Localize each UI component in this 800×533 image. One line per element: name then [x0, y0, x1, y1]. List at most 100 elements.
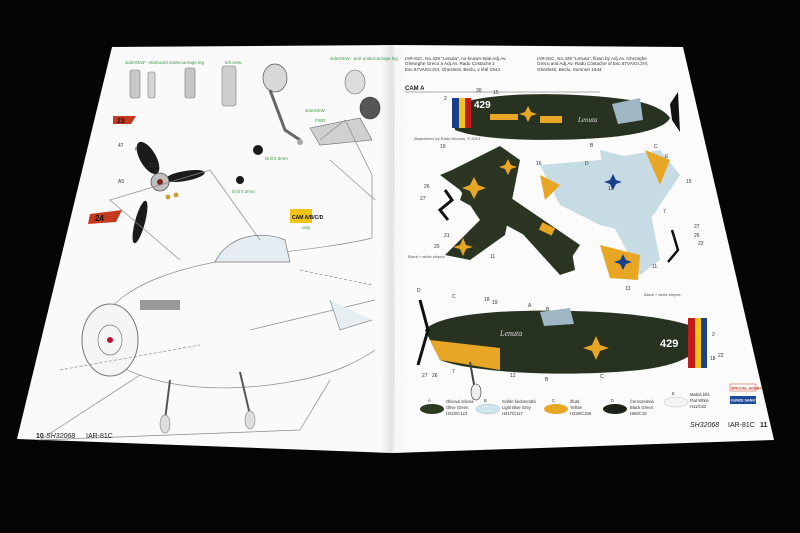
nickname-top: Lenuta: [577, 116, 598, 124]
strut-joint: [297, 139, 303, 145]
legend-item-d: D Černozelená Black Green H65/C18: [603, 398, 654, 416]
tail-stripe-blue: [452, 98, 459, 128]
left-footer: 10 SH32068 IAR-81C: [36, 433, 113, 440]
svg-text:19: 19: [440, 144, 446, 150]
svg-text:D: D: [417, 288, 421, 294]
stripes-label-1: Black + white stripes: [408, 254, 445, 259]
svg-text:12: 12: [510, 373, 516, 379]
michael-cross-bottom: [583, 336, 609, 360]
svg-text:11: 11: [490, 254, 495, 260]
svg-text:20: 20: [434, 244, 440, 250]
step-23-marker: 23: [113, 116, 136, 125]
right-footer-code: SH32068: [690, 422, 719, 429]
svg-text:C: C: [624, 322, 628, 328]
svg-text:Drill 0.3mm: Drill 0.3mm: [232, 189, 255, 194]
aircraft-line-drawing: [38, 119, 376, 441]
left-view-label: left view: [225, 60, 242, 65]
side-view-port-label: sideVIEW - port undercarriage leg: [330, 56, 398, 61]
undercarriage-detail-group: sideVIEW - starboard undercarriage leg l…: [125, 56, 398, 146]
part-bolt-2: [165, 194, 171, 200]
svg-text:12: 12: [608, 186, 614, 192]
svg-text:Světle šedomodrá: Světle šedomodrá: [502, 399, 536, 404]
camo-reference-tag: CAM A/B/C/D only: [290, 209, 324, 230]
svg-text:A5: A5: [118, 179, 124, 185]
right-page-number: 11: [760, 422, 768, 429]
step-24-marker: 24: [88, 210, 122, 224]
svg-text:D: D: [585, 161, 589, 167]
svg-text:27: 27: [694, 224, 700, 230]
side-view-short-label: sideVIEW: [305, 108, 326, 113]
cross-top-wing-2: [453, 238, 473, 256]
prop-blade-2: [165, 169, 205, 183]
svg-text:27: 27: [422, 373, 428, 379]
legend-item-e: E Matná bílá Flat White H11/C62: [663, 391, 710, 409]
prop-bottom: [416, 299, 430, 366]
svg-text:26: 26: [424, 184, 430, 190]
svg-text:24: 24: [95, 214, 104, 223]
left-page: [17, 45, 394, 453]
svg-text:H423/C123: H423/C123: [446, 411, 468, 416]
prop-blade-1: [136, 141, 160, 175]
svg-text:27: 27: [420, 196, 426, 202]
svg-text:18: 18: [484, 297, 490, 303]
svg-text:25: 25: [480, 173, 486, 179]
svg-text:26: 26: [432, 373, 438, 379]
svg-text:C: C: [654, 144, 658, 150]
side-view-label: sideVIEW - starboard undercarriage leg: [125, 60, 205, 65]
cross-underside-1: [604, 174, 622, 190]
legend-item-c: C Žlutá Yellow H329/C329: [544, 398, 592, 416]
callout-numbers: 2 30 15 19 20 25 16 12 A B C D E 26 27 2…: [417, 88, 724, 383]
fwd-label: FWD: [315, 118, 326, 123]
drill-callout: Drill 0.3mm Drill 0.3mm: [232, 145, 288, 194]
svg-text:Žlutá: Žlutá: [570, 399, 580, 404]
gear-leg-2: [147, 71, 156, 99]
logo-gunze: GUNZE SANGYO: [731, 399, 760, 403]
left-footer-code: SH32068: [46, 433, 75, 440]
svg-text:16: 16: [536, 161, 542, 167]
svg-text:23: 23: [117, 118, 125, 125]
svg-text:A: A: [528, 303, 532, 309]
side-profile-bottom: 429 Lenuta: [416, 299, 707, 401]
svg-text:15: 15: [493, 90, 499, 96]
svg-text:13: 13: [625, 286, 631, 292]
svg-text:D: D: [611, 398, 614, 403]
caption-czech: IAR-81C, No.429 "Lenuta", no-known-total…: [405, 56, 507, 72]
svg-text:CAM A/B/C/D: CAM A/B/C/D: [292, 215, 324, 221]
svg-text:B: B: [545, 377, 549, 383]
svg-text:Flat White: Flat White: [690, 398, 710, 403]
svg-text:2: 2: [444, 96, 447, 102]
illustration-credit: Illustrations by Radu Brinzan, © 2013: [414, 136, 481, 141]
svg-text:7: 7: [663, 209, 666, 215]
nickname-bottom: Lenuta: [499, 329, 522, 338]
wheel-detail: [262, 63, 288, 93]
svg-text:only: only: [302, 225, 311, 230]
svg-text:Olivová zelená: Olivová zelená: [446, 399, 474, 404]
side-profile-top: 429 Lenuta: [452, 92, 680, 140]
svg-text:B: B: [484, 398, 487, 403]
prop-blade-3: [132, 200, 148, 244]
svg-text:H11/C62: H11/C62: [690, 404, 707, 409]
svg-text:67: 67: [135, 147, 141, 153]
svg-text:H65/C18: H65/C18: [630, 411, 647, 416]
prop-underside: [667, 229, 680, 263]
caption-english: IAR-81C, No.429 "Lenuta", flown by Adj.A…: [537, 56, 649, 72]
svg-text:H329/C329: H329/C329: [570, 411, 592, 416]
exhaust-stack: [140, 300, 180, 310]
svg-text:F23: F23: [150, 163, 159, 169]
cam-a-label: CAM A: [405, 86, 425, 92]
gear-leg-1: [129, 69, 141, 99]
cowl-yellow-bottom: [430, 340, 500, 370]
canopy-top: [612, 98, 643, 124]
svg-text:Drill 0.3mm: Drill 0.3mm: [265, 156, 288, 161]
underside-view-aircraft: Black + white stripes: [540, 150, 681, 297]
svg-text:C: C: [600, 374, 604, 380]
svg-text:C: C: [552, 398, 555, 403]
legend-item-b: B Světle šedomodrá Light Blue Grey H417/…: [475, 398, 536, 416]
svg-text:18: 18: [710, 356, 716, 362]
svg-text:Matná bílá: Matná bílá: [690, 392, 710, 397]
svg-text:E: E: [672, 391, 675, 396]
tire-3: [359, 96, 381, 120]
svg-text:29: 29: [683, 326, 689, 332]
right-footer-model: IAR-81C: [728, 422, 755, 429]
svg-text:A: A: [428, 398, 431, 403]
